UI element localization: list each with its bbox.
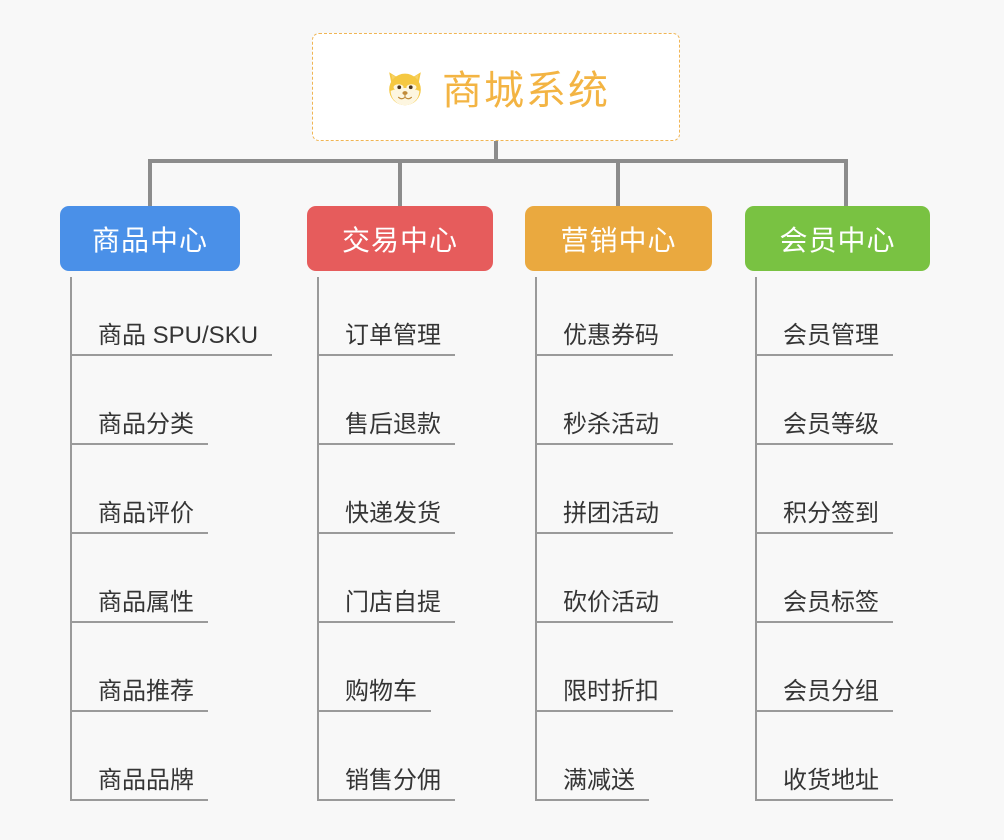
- category-title-2: 交易中心: [341, 224, 458, 256]
- leaf-item[interactable]: 砍价活动: [535, 579, 673, 623]
- leaf-item[interactable]: 限时折扣: [535, 668, 673, 712]
- leaf-label: 商品推荐: [98, 678, 194, 705]
- drop-line-3: [616, 159, 620, 206]
- leaf-label: 秒杀活动: [563, 411, 659, 438]
- leaf-item[interactable]: 优惠券码: [535, 312, 673, 356]
- category-title-3: 营销中心: [560, 224, 677, 256]
- drop-line-1: [148, 159, 152, 206]
- leaf-label: 销售分佣: [345, 767, 441, 794]
- leaf-item[interactable]: 快递发货: [317, 490, 455, 534]
- leaf-label: 购物车: [345, 678, 417, 705]
- leaf-item[interactable]: 积分签到: [755, 490, 893, 534]
- root-stem-line: [494, 141, 498, 163]
- category-header-3[interactable]: 营销中心: [525, 206, 712, 271]
- leaf-item[interactable]: 购物车: [317, 668, 431, 712]
- category-title-1: 商品中心: [91, 224, 208, 256]
- leaf-label: 拼团活动: [563, 500, 659, 527]
- category-header-4[interactable]: 会员中心: [745, 206, 930, 271]
- leaf-label: 商品分类: [98, 411, 194, 438]
- leaf-item[interactable]: 门店自提: [317, 579, 455, 623]
- category-title-4: 会员中心: [779, 224, 896, 256]
- leaf-label: 会员管理: [783, 322, 879, 349]
- leaf-label: 商品品牌: [98, 767, 194, 794]
- category-trunk-1: [70, 277, 72, 800]
- leaf-item[interactable]: 满减送: [535, 757, 649, 801]
- drop-line-4: [844, 159, 848, 206]
- bus-line: [148, 159, 848, 163]
- leaf-item[interactable]: 订单管理: [317, 312, 455, 356]
- leaf-label: 优惠券码: [563, 322, 659, 349]
- leaf-label: 门店自提: [345, 589, 441, 616]
- leaf-label: 商品属性: [98, 589, 194, 616]
- leaf-item[interactable]: 商品推荐: [70, 668, 208, 712]
- leaf-label: 商品 SPU/SKU: [98, 322, 259, 349]
- leaf-item[interactable]: 拼团活动: [535, 490, 673, 534]
- leaf-label: 满减送: [563, 767, 635, 794]
- category-trunk-3: [535, 277, 537, 800]
- leaf-label: 限时折扣: [563, 678, 659, 705]
- category-trunk-4: [755, 277, 757, 800]
- leaf-label: 会员分组: [783, 678, 879, 705]
- leaf-item[interactable]: 秒杀活动: [535, 401, 673, 445]
- dog-face-icon: [382, 65, 428, 111]
- root-node[interactable]: 商城系统: [312, 33, 680, 141]
- root-title: 商城系统: [442, 69, 610, 113]
- leaf-item[interactable]: 会员分组: [755, 668, 893, 712]
- leaf-item[interactable]: 会员管理: [755, 312, 893, 356]
- leaf-item[interactable]: 销售分佣: [317, 757, 455, 801]
- leaf-item[interactable]: 会员等级: [755, 401, 893, 445]
- leaf-label: 会员等级: [783, 411, 879, 438]
- leaf-label: 收货地址: [783, 767, 879, 794]
- leaf-item[interactable]: 售后退款: [317, 401, 455, 445]
- leaf-label: 快递发货: [345, 500, 441, 527]
- leaf-item[interactable]: 商品 SPU/SKU: [70, 312, 273, 356]
- category-header-2[interactable]: 交易中心: [307, 206, 493, 271]
- leaf-item[interactable]: 收货地址: [755, 757, 893, 801]
- leaf-label: 订单管理: [345, 322, 441, 349]
- leaf-label: 砍价活动: [563, 589, 659, 616]
- leaf-item[interactable]: 商品属性: [70, 579, 208, 623]
- drop-line-2: [398, 159, 402, 206]
- leaf-item[interactable]: 商品分类: [70, 401, 208, 445]
- leaf-item[interactable]: 商品品牌: [70, 757, 208, 801]
- leaf-label: 售后退款: [345, 411, 441, 438]
- category-header-1[interactable]: 商品中心: [60, 206, 240, 271]
- leaf-item[interactable]: 会员标签: [755, 579, 893, 623]
- leaf-label: 商品评价: [98, 500, 194, 527]
- category-trunk-2: [317, 277, 319, 800]
- leaf-label: 积分签到: [783, 500, 879, 527]
- leaf-label: 会员标签: [783, 589, 879, 616]
- leaf-item[interactable]: 商品评价: [70, 490, 208, 534]
